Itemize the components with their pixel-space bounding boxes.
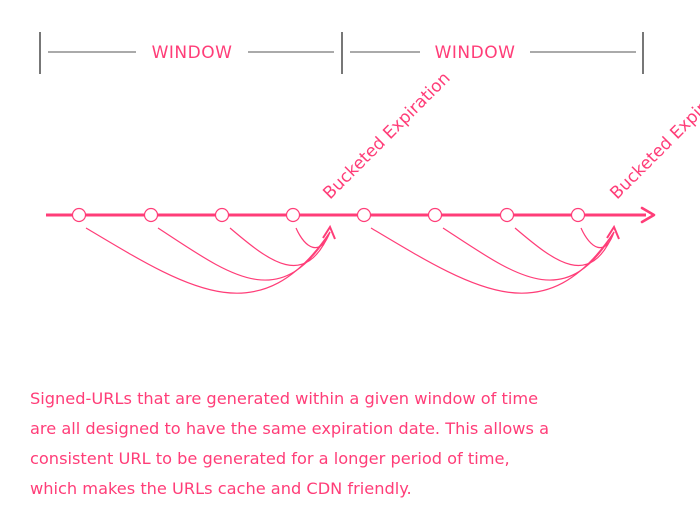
arrow-2-head — [606, 224, 620, 240]
window-1-label: WINDOW — [152, 43, 233, 63]
timeline-point — [427, 207, 443, 223]
timeline — [46, 206, 656, 224]
timeline-arrowhead — [640, 206, 656, 224]
arrow-2-4 — [580, 227, 615, 249]
arrow-1-1 — [85, 227, 331, 294]
arrow-1-4 — [295, 227, 331, 249]
arrow-1-2 — [157, 227, 331, 281]
bucket-2-expiration-label: Bucketed Expiration — [606, 68, 700, 203]
timeline-point — [285, 207, 301, 223]
timeline-point — [499, 207, 515, 223]
timeline-points — [71, 207, 586, 223]
expiration-arrows — [85, 224, 620, 294]
bucket-labels: Bucketed Expiration Bucketed Expiration — [319, 68, 700, 203]
caption-line: which makes the URLs cache and CDN frien… — [30, 479, 412, 498]
arrow-1-3 — [229, 227, 331, 266]
explanation-caption: Signed-URLs that are generated within a … — [30, 384, 690, 504]
caption-line: Signed-URLs that are generated within a … — [30, 389, 539, 408]
arrow-2-3 — [514, 227, 615, 266]
timeline-point — [356, 207, 372, 223]
timeline-point — [570, 207, 586, 223]
arrow-2-1 — [370, 227, 615, 294]
caption-line: consistent URL to be generated for a lon… — [30, 449, 510, 468]
timeline-point — [71, 207, 87, 223]
window-2-label: WINDOW — [435, 43, 516, 63]
caption-line: are all designed to have the same expira… — [30, 419, 549, 438]
arrow-1-head — [322, 224, 336, 240]
timeline-point — [143, 207, 159, 223]
arrow-2-2 — [442, 227, 615, 281]
window-brackets: WINDOW WINDOW — [39, 32, 644, 74]
timeline-point — [214, 207, 230, 223]
bucket-1-expiration-label: Bucketed Expiration — [319, 68, 454, 203]
